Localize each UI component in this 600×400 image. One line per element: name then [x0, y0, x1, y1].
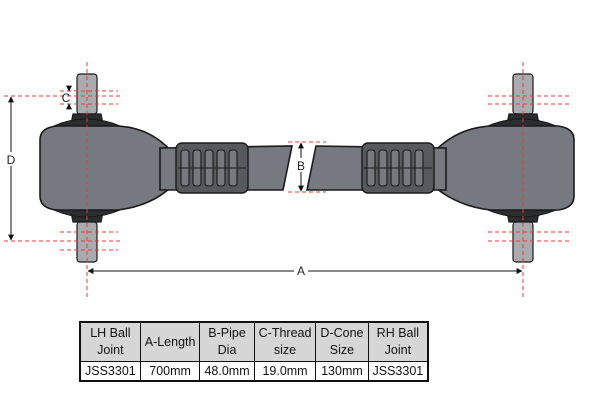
cell-c-thread-size: 19.0mm	[253, 361, 317, 381]
torque-rod-drawing: D C B A	[4, 62, 575, 300]
rh-grip-ribs	[361, 142, 435, 194]
header-lh-ball-joint: LH Ball Joint	[80, 322, 141, 362]
cell-lh-ball-joint: JSS3301	[80, 361, 141, 381]
lh-ball-joint-housing	[39, 118, 171, 218]
header-c-thread-size: C-Thread size	[253, 322, 317, 362]
dimension-c: C	[62, 85, 72, 110]
cell-rh-ball-joint: JSS3301	[367, 361, 429, 381]
dimension-d: D	[4, 96, 18, 241]
table-header-row: LH Ball Joint A-Length B-Pipe Dia C-Thre…	[80, 322, 429, 362]
header-b-pipe-dia: B-Pipe Dia	[199, 322, 255, 362]
header-line: Joint	[97, 343, 124, 357]
header-line: A-Length	[144, 334, 196, 349]
dimension-c-label: C	[62, 91, 71, 105]
dimension-b-label: B	[297, 159, 305, 173]
rh-ball-joint-housing	[435, 118, 575, 218]
header-d-cone-size: D-Cone Size	[315, 322, 369, 362]
dimension-d-label: D	[7, 153, 16, 167]
dimension-a-label: A	[297, 264, 305, 278]
header-line: B-Pipe	[208, 326, 246, 340]
header-line: size	[273, 343, 297, 357]
header-line: LH Ball	[90, 326, 131, 340]
header-line: Joint	[384, 343, 412, 357]
specification-table: LH Ball Joint A-Length B-Pipe Dia C-Thre…	[78, 321, 430, 382]
header-line: RH Ball	[376, 326, 420, 340]
cell-d-cone-size: 130mm	[315, 361, 369, 381]
header-line: D-Cone	[320, 326, 364, 340]
dimension-a: A	[87, 264, 523, 278]
cell-a-length: 700mm	[139, 361, 201, 381]
header-line: Dia	[217, 343, 237, 357]
cell-b-pipe-dia: 48.0mm	[199, 361, 255, 381]
header-line: Size	[329, 343, 355, 357]
table-row: JSS3301 700mm 48.0mm 19.0mm 130mm JSS330…	[80, 361, 429, 381]
header-line: C-Thread	[258, 326, 312, 340]
header-rh-ball-joint: RH Ball Joint	[367, 322, 429, 362]
header-a-length: A-Length	[139, 322, 201, 362]
dimension-b: B	[294, 142, 308, 192]
lh-grip-ribs	[175, 142, 249, 194]
